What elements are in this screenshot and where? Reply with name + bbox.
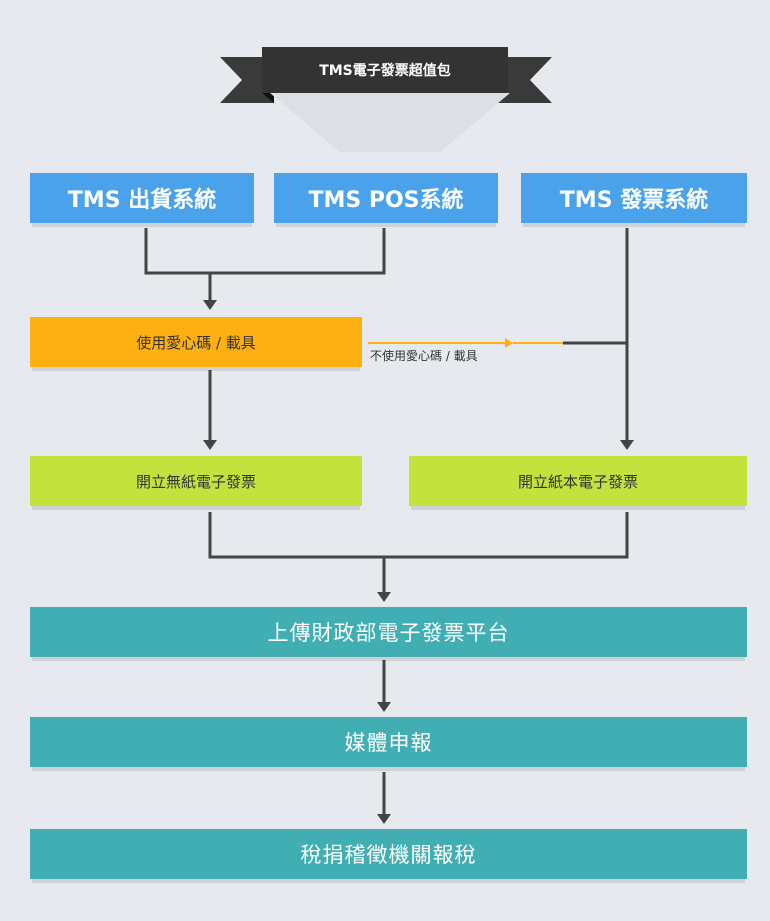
arrowhead-to-paper bbox=[620, 440, 634, 450]
arrowhead-to-tax bbox=[377, 814, 391, 824]
no-path-arrowhead bbox=[505, 338, 513, 348]
ribbon-shadow bbox=[270, 93, 510, 152]
decision-no-carrier-label: 不使用愛心碼 / 載具 bbox=[370, 349, 478, 363]
banner-title: TMS電子發票超值包 bbox=[319, 63, 451, 79]
arrowhead-to-paperless bbox=[203, 440, 217, 450]
arrowhead-to-media bbox=[377, 702, 391, 712]
source-invoice-system: TMS 發票系統 bbox=[521, 173, 747, 223]
ribbon-body bbox=[262, 47, 508, 93]
step-tax-authority-filing: 稅捐稽徵機關報稅 bbox=[30, 829, 747, 879]
step-media-filing: 媒體申報 bbox=[30, 717, 747, 767]
arrowhead-to-upload bbox=[377, 592, 391, 602]
output-paperless-invoice: 開立無紙電子發票 bbox=[30, 456, 362, 506]
output-paper-invoice: 開立紙本電子發票 bbox=[409, 456, 747, 506]
source-shipping-system: TMS 出貨系統 bbox=[30, 173, 254, 223]
step-upload-platform: 上傳財政部電子發票平台 bbox=[30, 607, 747, 657]
source-merge-lines bbox=[144, 228, 629, 814]
ribbon-left-fold bbox=[262, 93, 274, 103]
arrowhead-to-decision bbox=[203, 300, 217, 310]
ribbon-right-tail bbox=[495, 57, 552, 103]
source-pos-system: TMS POS系統 bbox=[274, 173, 498, 223]
arrowheads bbox=[203, 300, 634, 824]
ribbon-left-tail bbox=[220, 57, 274, 103]
decision-use-carrier: 使用愛心碼 / 載具 bbox=[30, 317, 362, 367]
